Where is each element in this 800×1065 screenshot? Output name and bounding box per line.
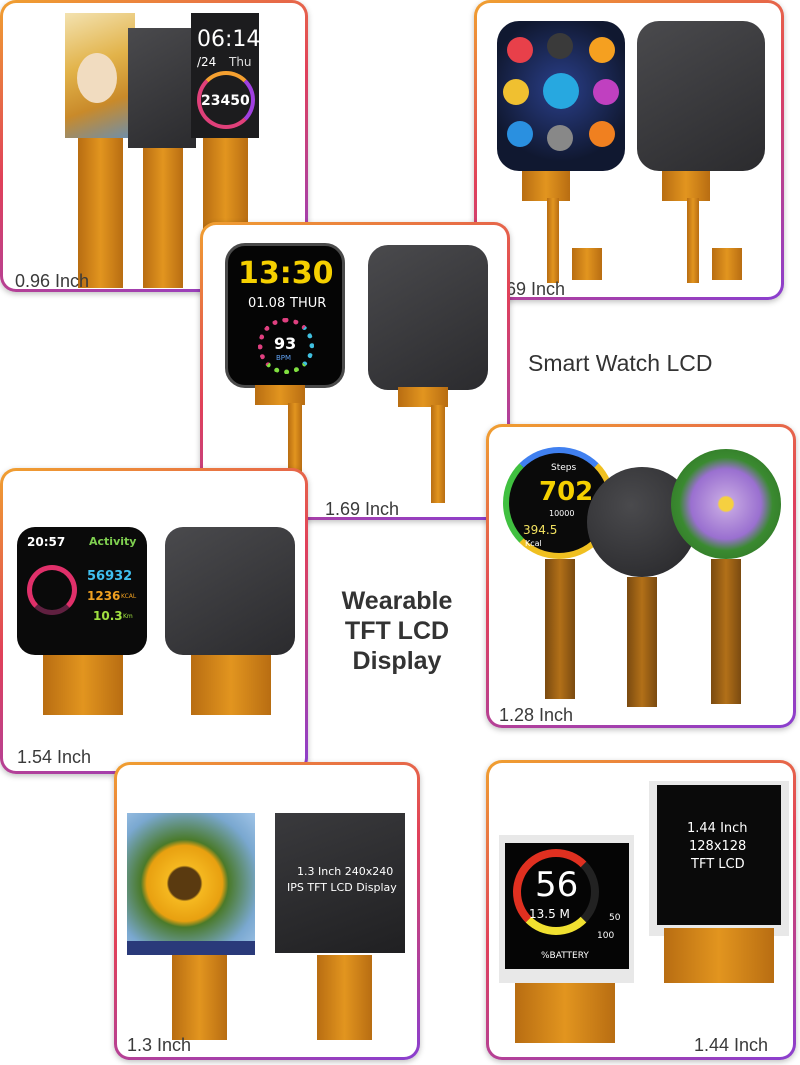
- watch-128-kcal: 394.5: [523, 523, 558, 537]
- watch-154-steps: 56932: [87, 569, 133, 584]
- caption-smart-watch: Smart Watch LCD: [528, 350, 713, 376]
- size-label-096: 0.96 Inch: [15, 271, 90, 289]
- painting-face: [77, 53, 117, 103]
- watch-154-km-unit: Km: [123, 613, 133, 620]
- size-label-144: 1.44 Inch: [694, 1035, 769, 1055]
- watch-169-ring: [258, 318, 314, 374]
- app-icon-settings: [547, 125, 573, 151]
- app-icon-location: [589, 121, 615, 147]
- fpc-169-top-left-tail: [547, 198, 559, 283]
- display-144-reading: 13.5 M: [529, 907, 570, 921]
- display-169-blank: [637, 21, 765, 171]
- card-154-inch: 20:57 Activity 56932 1236 KCAL 10.3 Km 1…: [0, 468, 308, 774]
- app-icon-calendar: [503, 79, 529, 105]
- watch-169-time: 13:30: [238, 256, 334, 291]
- app-icon-phone: [543, 73, 579, 109]
- fpc-154-left: [43, 655, 123, 715]
- watch-096-ring: [197, 71, 255, 129]
- caption-wearable-line1: Wearable: [341, 587, 453, 615]
- display-13-line2: IPS TFT LCD Display: [287, 881, 397, 894]
- fpc-154-right: [191, 655, 271, 715]
- watch-128-kcal-unit: Kcal: [525, 539, 542, 548]
- display-144-line2: 128x128: [689, 839, 747, 854]
- display-169-watchface: 13:30 01.08 THUR 93 BPM: [225, 243, 345, 388]
- display-096-blank: [128, 28, 196, 148]
- watch-128-header: Steps: [551, 463, 577, 473]
- caption-wearable-line2: TFT LCD: [344, 617, 450, 645]
- card-169-inch-top: 1.69 Inch: [474, 0, 784, 300]
- card-13-inch: 1.3 Inch 240x240 IPS TFT LCD Display 1.3…: [114, 762, 420, 1060]
- fpc-169-mid-left: [255, 385, 305, 405]
- fpc-169-mid-right-tail: [431, 405, 445, 503]
- size-label-154: 1.54 Inch: [17, 747, 92, 767]
- display-13-line1: 1.3 Inch 240x240: [297, 865, 394, 878]
- fpc-169-top-right-connector: [712, 248, 742, 280]
- display-144-line1: 1.44 Inch: [687, 821, 748, 836]
- watch-154-kcal-unit: KCAL: [121, 593, 137, 600]
- display-128-flower: [671, 449, 781, 559]
- watch-169-bpm-label: BPM: [276, 354, 292, 362]
- watch-169-bpm-value: 93: [274, 334, 297, 353]
- display-13-sunflower: [127, 813, 255, 941]
- app-icon-gallery: [593, 79, 619, 105]
- display-144-scale-100: 100: [597, 931, 615, 941]
- display-154-blank: [165, 527, 295, 655]
- display-144-battery: 56 13.5 M 50 100 %BATTERY: [505, 843, 629, 969]
- size-label-13: 1.3 Inch: [127, 1035, 192, 1055]
- caption-wearable-line3: Display: [352, 647, 442, 675]
- watch-128-goal: 10000: [549, 509, 575, 518]
- card-144-inch: 56 13.5 M 50 100 %BATTERY 1.44 Inch 128x…: [486, 760, 796, 1060]
- watch-096-day: Thu: [229, 55, 252, 69]
- app-icon-contacts: [589, 37, 615, 63]
- watch-154-ring: [27, 565, 77, 615]
- fpc-169-top-right-tail: [687, 198, 699, 283]
- fpc-144-left: [515, 983, 615, 1043]
- watch-154-kcal: 1236: [87, 589, 121, 603]
- fpc-144-right: [664, 928, 774, 983]
- display-144-line3: TFT LCD: [691, 857, 745, 872]
- display-169-mid-blank: [368, 245, 488, 390]
- fpc-169-top-left-connector: [572, 248, 602, 280]
- display-144-gauge: [513, 849, 599, 935]
- display-096-painting: [65, 13, 135, 138]
- display-154-activity: 20:57 Activity 56932 1236 KCAL 10.3 Km: [17, 527, 147, 655]
- fpc-096-left: [78, 138, 123, 288]
- display-13-text: 1.3 Inch 240x240 IPS TFT LCD Display: [275, 813, 405, 953]
- watch-154-mode: Activity: [89, 535, 137, 548]
- fpc-128-right: [711, 559, 741, 704]
- app-icon-calculator: [547, 33, 573, 59]
- fpc-13-right: [317, 955, 372, 1040]
- size-label-128: 1.28 Inch: [499, 705, 574, 725]
- watch-154-km: 10.3: [93, 609, 123, 623]
- watch-096-date: /24: [197, 55, 217, 69]
- watch-169-date: 01.08: [248, 296, 286, 311]
- watch-169-day: THUR: [290, 296, 327, 311]
- watch-128-value: 702: [539, 477, 594, 507]
- caption-wearable: Wearable TFT LCD Display: [322, 586, 472, 676]
- watch-154-time: 20:57: [27, 535, 66, 549]
- fpc-169-top-right: [662, 171, 710, 201]
- card-169-inch-mid: 13:30 01.08 THUR 93 BPM 1.69 Inch: [200, 222, 510, 520]
- display-144-battery-label: %BATTERY: [541, 951, 589, 961]
- display-144-scale-50: 50: [609, 913, 621, 923]
- fpc-096-middle: [143, 148, 183, 288]
- fpc-13-left: [172, 955, 227, 1040]
- fpc-128-middle: [627, 577, 657, 707]
- card-128-inch: Steps 702 10000 394.5 Kcal 1.28 Inch: [486, 424, 796, 728]
- fpc-128-left: [545, 559, 575, 699]
- fpc-169-mid-right: [398, 387, 448, 407]
- fpc-169-top-left: [522, 171, 570, 201]
- display-096-watch: 06:14 /24 Thu 23450: [191, 13, 261, 138]
- display-144-speed: 56: [535, 865, 579, 905]
- display-13-sunflower-bezel: [127, 941, 255, 955]
- watch-096-steps: 23450: [201, 93, 250, 109]
- app-icon-transfer: [507, 121, 533, 147]
- card-096-inch: 06:14 /24 Thu 23450 0.96 Inch: [0, 0, 308, 292]
- display-144-text: 1.44 Inch 128x128 TFT LCD: [657, 785, 781, 925]
- watch-096-time: 06:14: [197, 27, 261, 52]
- app-icon-mail: [507, 37, 533, 63]
- size-label-169-mid: 1.69 Inch: [325, 499, 400, 517]
- display-169-icons: [497, 21, 625, 171]
